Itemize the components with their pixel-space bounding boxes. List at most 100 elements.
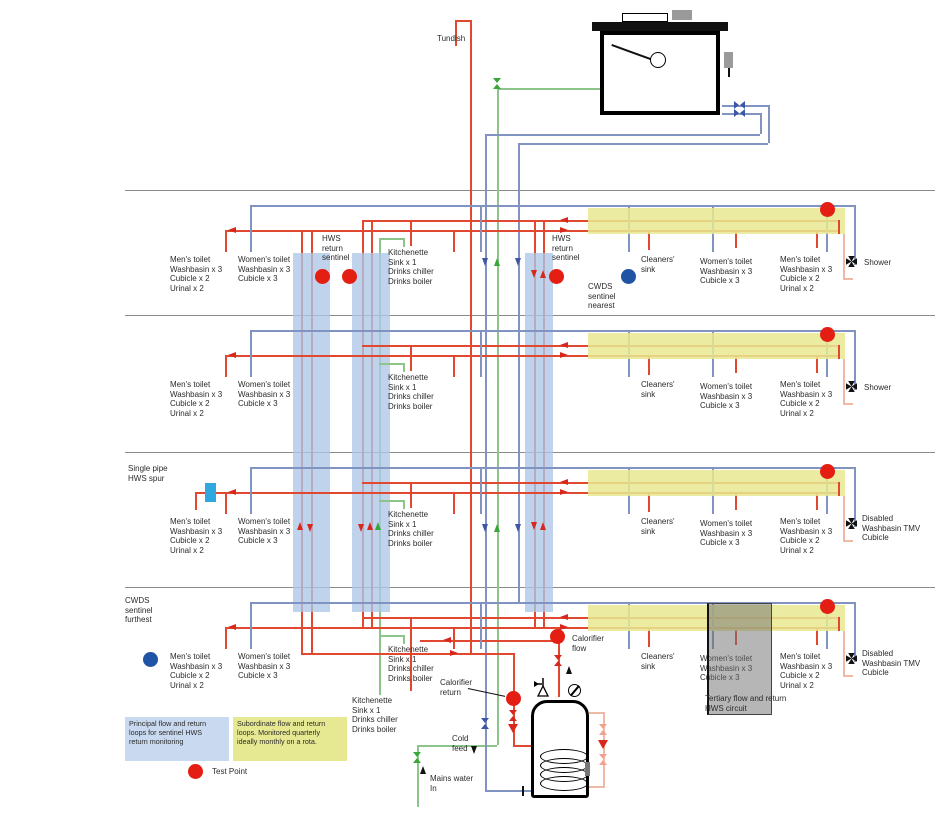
test-point	[506, 691, 521, 706]
principal-loop-band	[352, 253, 390, 612]
principal-loop-band	[293, 253, 330, 612]
cold-feed-label: Cold feed	[452, 734, 469, 753]
shower-feed-pipe	[843, 675, 853, 677]
relief-valve-icon	[534, 678, 550, 697]
hws-branch-pipe	[648, 230, 650, 250]
secondary-return-pipe	[603, 712, 605, 788]
temperature-gauge-icon	[568, 684, 581, 697]
hws-branch-pipe	[410, 345, 412, 371]
hws-flow-pipe	[225, 230, 838, 232]
flow-arrow	[482, 524, 488, 532]
hws-end-pipe	[838, 345, 840, 359]
flow-arrow	[367, 522, 373, 530]
legend-principal-text: Principal flow and return loops for sent…	[129, 719, 207, 746]
womens-toilet-label: Women's toilet Washbasin x 3 Cubicle x 3	[700, 382, 753, 410]
test-point	[550, 629, 565, 644]
disabled-tmv-label: Disabled Washbasin TMV Cubicle	[862, 514, 921, 542]
spur-marker	[205, 483, 216, 502]
shower-label: Shower	[864, 383, 892, 392]
shower-cold-pipe	[854, 330, 856, 390]
mains-branch-pipe	[379, 363, 403, 365]
flow-arrow	[228, 352, 236, 358]
cold-feed-riser	[485, 134, 487, 790]
hws-flow-pipe	[225, 355, 838, 357]
hws-branch-pipe	[816, 627, 818, 645]
isolating-valve-icon	[734, 101, 745, 110]
mains-branch-pipe	[379, 238, 403, 240]
mens-toilet-label: Men's toilet Washbasin x 3 Cubicle x 2 U…	[780, 380, 833, 418]
womens-toilet-label: Women's toilet Washbasin x 3 Cubicle x 3	[700, 257, 753, 285]
hws-branch-pipe	[816, 230, 818, 248]
test-point	[820, 202, 835, 217]
flow-arrow	[375, 522, 381, 530]
flow-arrow	[560, 614, 568, 620]
legend-subordinate-text: Subordinate flow and return loops. Monit…	[237, 719, 326, 746]
test-point-legend-dot	[188, 764, 203, 779]
hws-branch-pipe	[453, 230, 455, 252]
flow-arrow	[450, 650, 458, 656]
flow-arrow	[482, 258, 488, 266]
subordinate-loop-band	[588, 333, 845, 359]
cold-branch-pipe	[480, 205, 482, 252]
calorifier-return-pipe	[513, 745, 533, 747]
cold-branch-pipe	[480, 602, 482, 649]
tertiary-circuit-label: Tertiary flow and return HWS circuit	[705, 694, 787, 713]
cwds-sentinel-dot	[621, 269, 636, 284]
mains-water-label: Mains water In	[430, 774, 474, 793]
mains-inlet-pipe	[417, 745, 419, 807]
shower-feed-pipe	[843, 540, 853, 542]
tank-fitting	[672, 10, 692, 20]
legend-principal: Principal flow and return loops for sent…	[125, 717, 229, 761]
hws-flow-pipe	[225, 492, 838, 494]
tank-outlet-pipe	[485, 134, 760, 136]
mens-toilet-label: Men's toilet Washbasin x 3 Cubicle x 2 U…	[780, 652, 833, 690]
hws-branch-pipe	[225, 492, 227, 514]
shower-tmv-icon	[846, 518, 857, 529]
mens-toilet-label: Men's toilet Washbasin x 3 Cubicle x 2 U…	[170, 255, 223, 293]
cold-distribution-pipe	[250, 330, 854, 332]
cleaners-sink-label: Cleaners' sink	[641, 517, 675, 536]
cold-branch-pipe	[480, 330, 482, 377]
cwds-riser	[518, 143, 520, 602]
isolating-valve-icon	[493, 78, 502, 89]
tank-feed-pipe	[497, 88, 602, 90]
tank-overflow-fitting	[724, 52, 733, 68]
flow-arrow	[560, 217, 568, 223]
shower-feed-pipe	[843, 496, 845, 540]
cold-branch-pipe	[250, 602, 252, 649]
pipe-end-tick	[522, 786, 524, 796]
cold-water-tank	[600, 31, 720, 115]
vent-tundish-pipe	[470, 20, 472, 653]
cold-feed-pipe	[485, 780, 487, 791]
legend-subordinate: Subordinate flow and return loops. Monit…	[233, 717, 347, 761]
hws-branch-pipe	[816, 492, 818, 510]
test-point	[820, 327, 835, 342]
kitchenette-label: Kitchenette Sink x 1 Drinks chiller Drin…	[388, 248, 434, 286]
shower-feed-pipe	[843, 359, 845, 403]
mains-branch-pipe	[403, 500, 405, 509]
float-ball-icon	[650, 52, 666, 68]
kitchenette-ground-label: Kitchenette Sink x 1 Drinks chiller Drin…	[352, 696, 398, 734]
single-pipe-spur-label: Single pipe HWS spur	[128, 464, 168, 483]
shower-feed-pipe	[843, 403, 853, 405]
hws-branch-pipe	[410, 220, 412, 246]
mens-toilet-label: Men's toilet Washbasin x 3 Cubicle x 2 U…	[170, 517, 223, 555]
shower-label: Shower	[864, 258, 892, 267]
hws-branch-pipe	[453, 492, 455, 514]
test-point	[549, 269, 564, 284]
cleaners-sink-label: Cleaners' sink	[641, 652, 675, 671]
mains-branch-pipe	[403, 363, 405, 372]
shower-cold-pipe	[854, 467, 856, 527]
secondary-return-pipe	[589, 786, 603, 788]
hws-end-pipe	[838, 482, 840, 496]
shower-feed-pipe	[843, 278, 853, 280]
hws-branch-pipe	[735, 230, 737, 248]
cold-distribution-pipe	[250, 602, 854, 604]
calorifier-flow-label: Calorifier flow	[572, 634, 605, 653]
tank-vent-fitting	[622, 13, 668, 22]
womens-toilet-label: Women's toilet Washbasin x 3 Cubicle x 3	[238, 517, 291, 545]
cwds-sentinel-furthest-label: CWDS sentinel furthest	[125, 596, 153, 624]
hws-branch-pipe	[225, 627, 227, 649]
hws-branch-pipe	[735, 492, 737, 510]
mains-branch-pipe	[403, 635, 405, 644]
